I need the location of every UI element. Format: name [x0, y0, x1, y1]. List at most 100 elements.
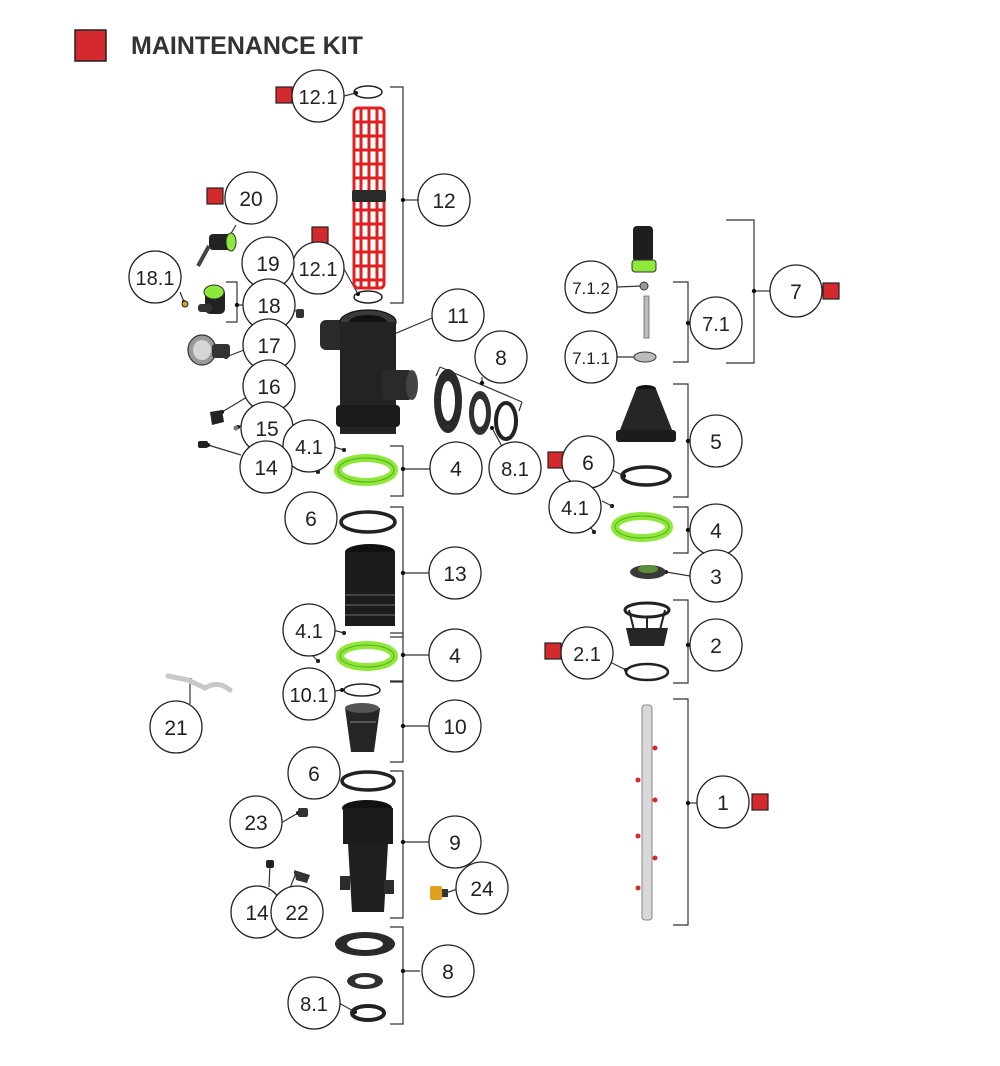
callout-label: 3 — [710, 566, 722, 589]
callout-18: 18 — [242, 278, 296, 332]
callout-14-a: 14 — [239, 440, 293, 494]
part-valve-20 — [196, 232, 237, 267]
part-wrench-21 — [165, 673, 233, 693]
part-23 — [298, 808, 308, 817]
part-19 — [296, 309, 304, 318]
callout-label: 14 — [245, 902, 269, 925]
part-body-9 — [340, 800, 394, 912]
part-clamp-ring-4b — [336, 641, 398, 671]
part-oring-12-1-top — [353, 85, 383, 99]
callout-12-1-low: 12.1 — [291, 241, 345, 295]
callout-label: 12 — [432, 190, 455, 213]
callout-21: 21 — [149, 700, 203, 754]
callout-23: 23 — [229, 795, 283, 849]
kit-marker-1 — [751, 793, 769, 811]
callout-label: 22 — [285, 902, 308, 925]
part-2 — [623, 601, 671, 646]
callout-label: 4 — [710, 520, 722, 543]
legend: MAINTENANCE KIT — [74, 29, 363, 62]
callout-label: 13 — [443, 563, 466, 586]
callout-label: 2 — [710, 635, 722, 658]
part-4-1-pin-b2 — [316, 659, 320, 663]
kit-marker-7 — [822, 282, 840, 300]
part-18-1 — [181, 300, 189, 308]
callout-14-b: 14 — [230, 885, 284, 939]
callout-label: 14 — [254, 457, 278, 480]
red-square-icon — [74, 29, 107, 62]
callout-label: 19 — [256, 253, 279, 276]
callout-4-1-b: 4.1 — [282, 603, 336, 657]
part-filter-cage-band — [352, 190, 386, 202]
callout-8-top: 8 — [474, 330, 528, 384]
callout-label: 4 — [450, 458, 462, 481]
callout-label: 18 — [257, 295, 280, 318]
callout-16: 16 — [242, 359, 296, 413]
part-fitting-18 — [198, 284, 225, 314]
part-7-1-rod — [643, 295, 650, 339]
callout-22: 22 — [270, 885, 324, 939]
part-oring-6a — [339, 510, 397, 534]
callout-8-1-top: 8.1 — [488, 441, 542, 495]
part-15 — [233, 425, 239, 431]
callout-2-1: 2.1 — [560, 626, 614, 680]
part-flange-8-bottom — [335, 932, 395, 1022]
callout-label: 8 — [495, 347, 507, 370]
callout-6-b: 6 — [287, 746, 341, 800]
part-segment-13 — [345, 544, 395, 626]
part-oring-2-1 — [624, 662, 670, 682]
kit-marker-20 — [206, 187, 224, 205]
part-flange-8-top — [434, 369, 518, 441]
kit-marker-12-1-top — [275, 86, 293, 104]
part-3 — [630, 565, 666, 579]
callout-label: 12.1 — [299, 87, 338, 109]
part-22 — [294, 870, 310, 883]
callout-15: 15 — [240, 401, 294, 455]
part-4-1-pin-b1 — [342, 631, 346, 635]
part-7-cartridge — [631, 226, 657, 273]
callout-6-right: 6 — [561, 435, 615, 489]
callout-label: 8.1 — [501, 459, 529, 481]
callout-label: 20 — [239, 188, 262, 211]
callout-9: 9 — [428, 815, 482, 869]
callout-label: 12.1 — [299, 259, 338, 281]
part-filter-cage — [352, 106, 386, 290]
callout-20: 20 — [224, 171, 278, 225]
callout-4-a: 4 — [429, 441, 483, 495]
legend-label: MAINTENANCE KIT — [131, 32, 363, 60]
callout-4-right: 4 — [689, 503, 743, 557]
callout-5: 5 — [689, 414, 743, 468]
callout-label: 10 — [443, 716, 466, 739]
callout-3: 3 — [689, 549, 743, 603]
callout-24: 24 — [455, 861, 509, 915]
callout-label: 1 — [717, 792, 729, 815]
part-oring-12-1-bottom — [353, 290, 383, 304]
part-gauge-17 — [187, 334, 230, 366]
callout-label: 15 — [255, 418, 278, 441]
part-body-11 — [320, 309, 418, 434]
callout-label: 7.1 — [702, 314, 730, 336]
callout-7: 7 — [769, 264, 823, 318]
part-10 — [345, 703, 380, 752]
callout-label: 4.1 — [295, 621, 323, 643]
callout-label: 4 — [449, 645, 461, 668]
part-clamp-ring-4-right — [611, 512, 673, 542]
part-7-1-1 — [633, 351, 657, 363]
parts — [165, 85, 676, 1022]
callout-label: 10.1 — [290, 685, 329, 707]
callout-2: 2 — [689, 618, 743, 672]
callout-label: 9 — [449, 832, 461, 855]
part-clamp-ring-4a — [334, 454, 398, 486]
callout-4-1-right: 4.1 — [548, 480, 602, 534]
part-14-bottom — [266, 860, 274, 868]
callout-label: 5 — [710, 431, 722, 454]
callout-4-b: 4 — [428, 628, 482, 682]
callout-label: 4.1 — [295, 437, 323, 459]
callout-label: 16 — [257, 376, 280, 399]
callout-8-bottom: 8 — [421, 944, 475, 998]
callout-label: 7.1.1 — [572, 349, 610, 368]
callout-label: 2.1 — [573, 644, 601, 666]
part-24 — [430, 886, 448, 900]
part-oring-10-1 — [343, 683, 381, 697]
part-4-1-pin-right1 — [610, 504, 614, 508]
